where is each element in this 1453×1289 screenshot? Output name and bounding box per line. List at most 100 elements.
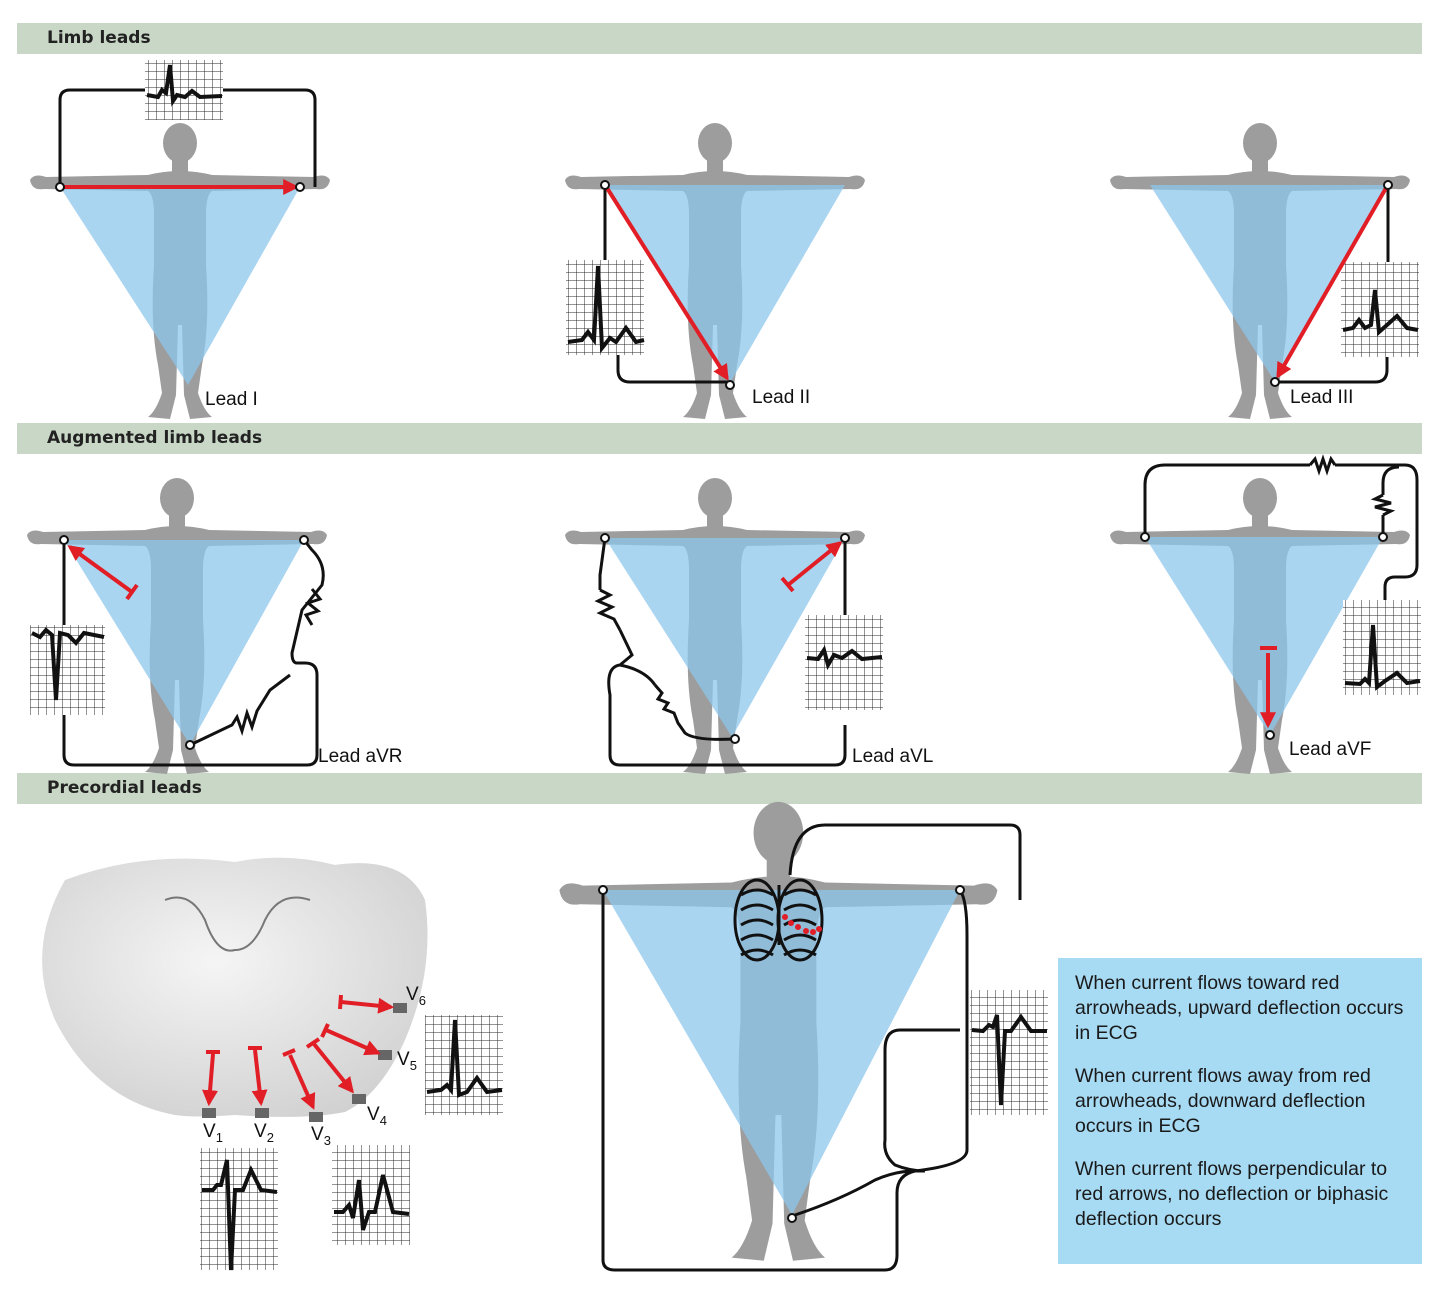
label-v1: V1 [203,1121,223,1145]
lead-iii-figure: Lead III [1110,123,1419,419]
einthoven-triangle [605,185,845,383]
einthoven-triangle [605,538,845,737]
section-band-limb-leads: Limb leads [17,23,1422,54]
ecg-tracing-box [145,60,223,120]
lead-ii-label: Lead II [752,387,810,408]
red-arrow-v1 [202,1053,219,1107]
einthoven-triangle [603,890,960,1215]
electrode-right-arm [55,182,65,192]
lead-avl-figure: Lead aVL [565,478,933,774]
electrode-right-arm [600,180,610,190]
red-arrow-tail [305,1037,321,1049]
resistor [653,684,736,741]
lead-wire [601,823,1022,1272]
electrode-v1 [202,1108,216,1118]
resistor [189,673,291,747]
red-arrow-avr [67,545,134,594]
red-arrow-tail [338,994,343,1010]
section-band-augmented-leads: Augmented limb leads [17,423,1422,454]
red-arrow-v5 [325,1028,381,1056]
info-toward-text: When current flows toward red arrowheads… [1075,972,1404,1044]
ecg-tracing-v3 [332,1145,410,1245]
electrode-right-arm [598,885,608,895]
electrode-left-arm [1383,180,1393,190]
electrode-right-arm [1140,532,1150,542]
lead-iii-label: Lead III [1290,387,1353,408]
red-arrow-tail [125,583,139,601]
lead-avr-label: Lead aVR [318,746,403,767]
red-arrow-tail [282,1048,296,1057]
electrode-v4 [352,1094,366,1104]
resistor [1308,454,1337,476]
section-band-precordial-leads: Precordial leads [17,773,1422,804]
ecg-waveform [31,627,105,701]
section-title-precordial-leads: Precordial leads [47,778,202,798]
lead-wire [62,539,325,767]
electrode-v5 [378,1050,392,1060]
red-arrow-tail [320,1023,330,1038]
electrode-left-arm [840,533,850,543]
ribcage [733,878,824,962]
ecg-tracing-box [1343,600,1421,695]
red-arrow-avl [786,540,843,587]
chest-cross-section [42,857,428,1117]
ecg-waveform [334,1174,410,1231]
ecg-waveform [567,265,645,354]
lead-avl-label: Lead aVL [852,746,933,767]
electrode-left-arm [299,535,309,545]
lead-ii-figure: Lead II [565,123,865,419]
ecg-waveform [971,1013,1047,1106]
red-arrow-lead-ii [605,186,729,381]
red-arrow-v3 [288,1054,316,1110]
ecg-waveform [806,645,883,671]
info-perpendicular-text: When current flows perpendicular to red … [1075,1158,1389,1230]
electrode-left-leg [185,740,195,750]
electrode-right-arm [600,533,610,543]
electrode-left-arm [955,885,965,895]
precordial-electrode-dots [782,914,822,935]
lead-wire [619,663,657,686]
einthoven-triangle [60,187,300,385]
resistor [594,588,622,631]
lead-i-figure: Lead I [30,60,330,419]
label-v6: V6 [406,984,426,1008]
label-v4: V4 [367,1104,387,1128]
ecg-waveform [146,64,223,107]
chest-cross-section-figure: V1 V2 V3 V4 V5 V6 [42,857,503,1271]
lead-wire [1277,185,1390,384]
ecg-tracing-v1 [200,1148,278,1270]
spine-outline [164,896,311,952]
electrode-left-arm [295,182,305,192]
section-title-limb-leads: Limb leads [47,28,151,48]
ecg-tracing-box [1341,262,1419,357]
label-v5: V5 [397,1049,417,1073]
einthoven-triangle [1150,185,1388,382]
lead-avf-label: Lead aVF [1289,739,1371,760]
electrode-left-leg [730,734,740,744]
red-arrow-v2 [251,1049,268,1107]
resistor [303,588,323,626]
ecg-tracing-box [30,625,105,715]
red-arrow-v4 [312,1042,355,1094]
ecg-waveform [202,1159,278,1271]
ecg-tracing-v6 [425,1015,503,1115]
electrode-v2 [255,1108,269,1118]
ecg-waveform [1344,624,1421,691]
lead-i-label: Lead I [205,389,258,410]
red-arrow-v6 [340,997,395,1014]
section-title-augmented-leads: Augmented limb leads [47,428,263,448]
einthoven-triangle [1145,537,1383,735]
info-away-text: When current flows away from red arrowhe… [1075,1065,1371,1137]
label-v3: V3 [311,1124,331,1148]
einthoven-triangle [64,540,304,745]
electrode-v6 [393,1003,407,1013]
lead-wire [58,88,317,187]
red-arrow-tail [780,576,795,593]
resistor [1370,493,1396,517]
lead-avf-figure: Lead aVF [1110,454,1421,774]
electrode-left-leg [1265,730,1275,740]
legend-info-box: When current flows toward red arrowheads… [1058,958,1422,1264]
electrode-left-arm [1378,532,1388,542]
electrode-left-leg [1270,377,1280,387]
